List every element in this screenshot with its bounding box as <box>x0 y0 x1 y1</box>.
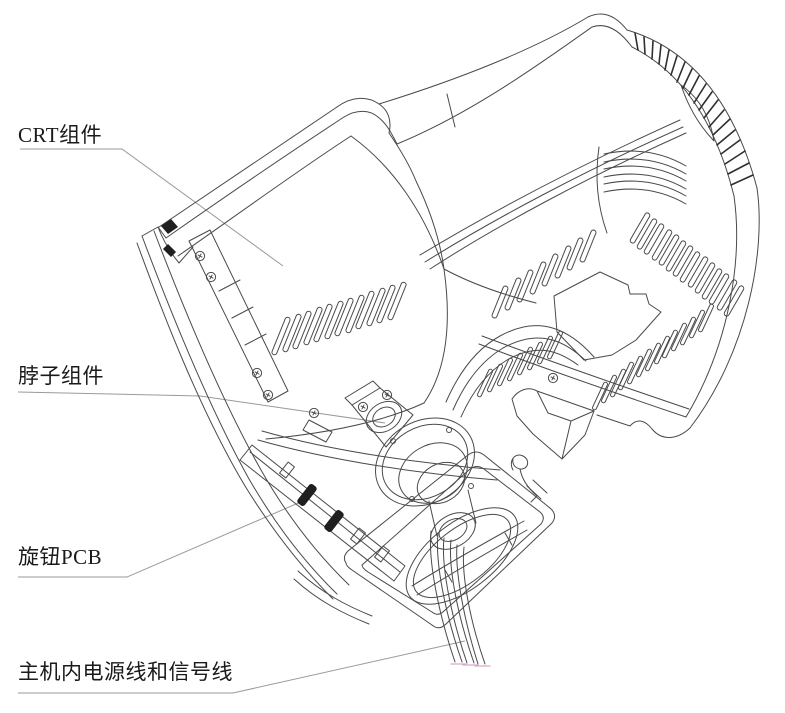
leader-knob-pcb <box>18 500 304 578</box>
main-unit-body <box>378 13 760 460</box>
power-signal-cables <box>430 325 595 665</box>
leader-neck <box>17 391 386 424</box>
crt-assembly <box>136 97 559 600</box>
neck-assembly <box>344 380 477 550</box>
label-knob-pcb: 旋钮PCB <box>18 545 103 569</box>
bottom-panel-recess <box>553 271 662 361</box>
label-power-signal-cables: 主机内电源线和信号线 <box>18 660 233 684</box>
label-crt-assembly: CRT组件 <box>18 123 103 147</box>
flange-bolts <box>390 427 474 502</box>
side-vent-slats <box>603 150 687 205</box>
knob-components <box>161 219 344 533</box>
knob-1 <box>297 483 317 507</box>
cable-cut-marks <box>450 663 491 667</box>
spring-clip <box>510 454 538 497</box>
monitor-assembly-drawing <box>136 13 760 667</box>
crown-hatching <box>634 32 754 186</box>
foot-detail <box>511 388 595 460</box>
knob-pcb <box>239 444 406 582</box>
hinge-detail-2 <box>163 244 176 257</box>
bracket-opening <box>405 507 519 605</box>
knob-2 <box>324 509 344 533</box>
hinge-detail <box>161 219 178 234</box>
label-neck-assembly: 脖子组件 <box>18 364 104 388</box>
mounting-bracket <box>293 451 556 629</box>
leader-lines <box>17 148 466 694</box>
crt-vent-slots <box>270 281 408 356</box>
leader-crt <box>20 148 284 267</box>
leader-cables <box>18 640 466 694</box>
